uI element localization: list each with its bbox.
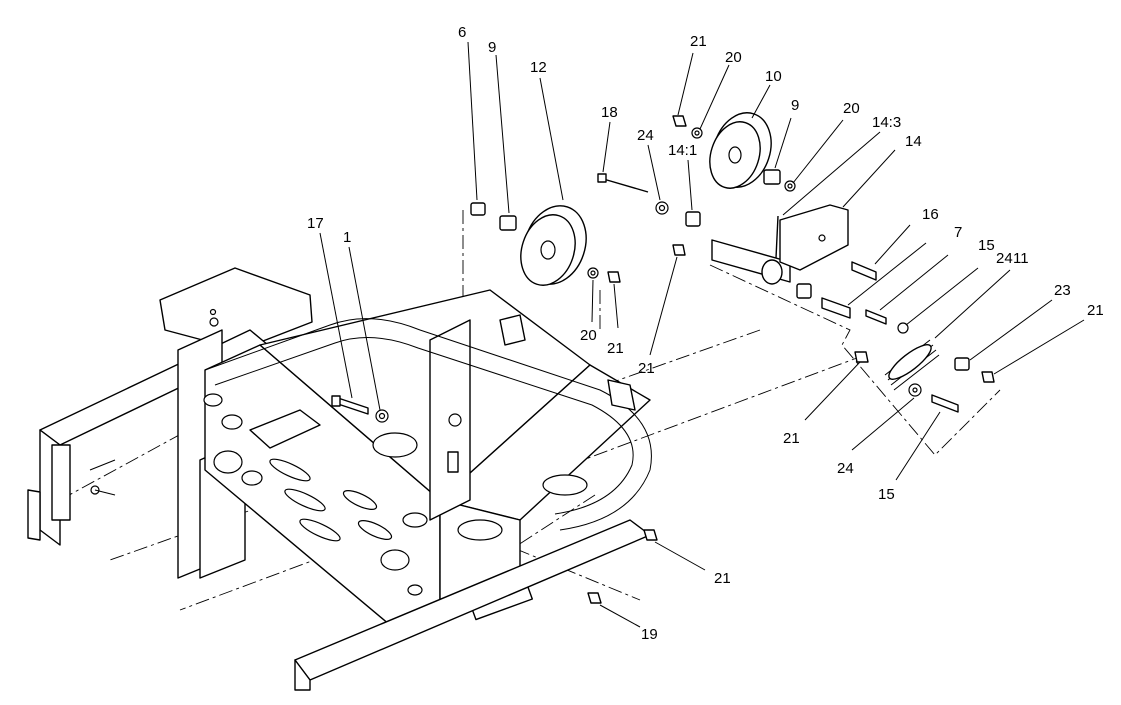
- callout-19: 19: [641, 626, 658, 643]
- callout-21: 21: [1087, 302, 1104, 319]
- callout-14: 14: [905, 133, 922, 150]
- lower-nuts: [587, 529, 658, 604]
- callout-16: 16: [922, 206, 939, 223]
- pulley-12-stack: [470, 202, 621, 286]
- callout-14-1: 14:1: [668, 142, 697, 159]
- callout-9: 9: [791, 97, 799, 114]
- callout-15: 15: [978, 237, 995, 254]
- callout-24: 24: [837, 460, 854, 477]
- callout-18: 18: [601, 104, 618, 121]
- callout-15: 15: [878, 486, 895, 503]
- frame-slots: [203, 393, 588, 596]
- callout-21: 21: [638, 360, 655, 377]
- callout-24: 24: [996, 250, 1013, 267]
- callout-11: 11: [1013, 250, 1029, 267]
- spring-11-stack: [854, 309, 995, 413]
- callouts: 6 9 12 21 20 10 9 20 14:3 14 18 24 14:1 …: [307, 24, 1104, 643]
- left-mount-bracket: [27, 267, 313, 579]
- callout-21: 21: [783, 430, 800, 447]
- leader-lines: [319, 41, 1085, 628]
- callout-20: 20: [843, 100, 860, 117]
- callout-20: 20: [580, 327, 597, 344]
- callout-14-3: 14:3: [872, 114, 901, 131]
- callout-24: 24: [637, 127, 654, 144]
- idler-arm-14: [597, 173, 877, 319]
- callout-23: 23: [1054, 282, 1071, 299]
- bolt-17-washer-1: [331, 395, 389, 423]
- callout-12: 12: [530, 59, 547, 76]
- callout-21: 21: [714, 570, 731, 587]
- pulley-10-stack: [672, 112, 796, 192]
- callout-1: 1: [343, 229, 351, 246]
- callout-9: 9: [488, 39, 496, 56]
- callout-20: 20: [725, 49, 742, 66]
- callout-10: 10: [765, 68, 782, 85]
- callout-17: 17: [307, 215, 324, 232]
- callout-21: 21: [690, 33, 707, 50]
- callout-21: 21: [607, 340, 624, 357]
- callout-6: 6: [458, 24, 466, 41]
- callout-7: 7: [954, 224, 962, 241]
